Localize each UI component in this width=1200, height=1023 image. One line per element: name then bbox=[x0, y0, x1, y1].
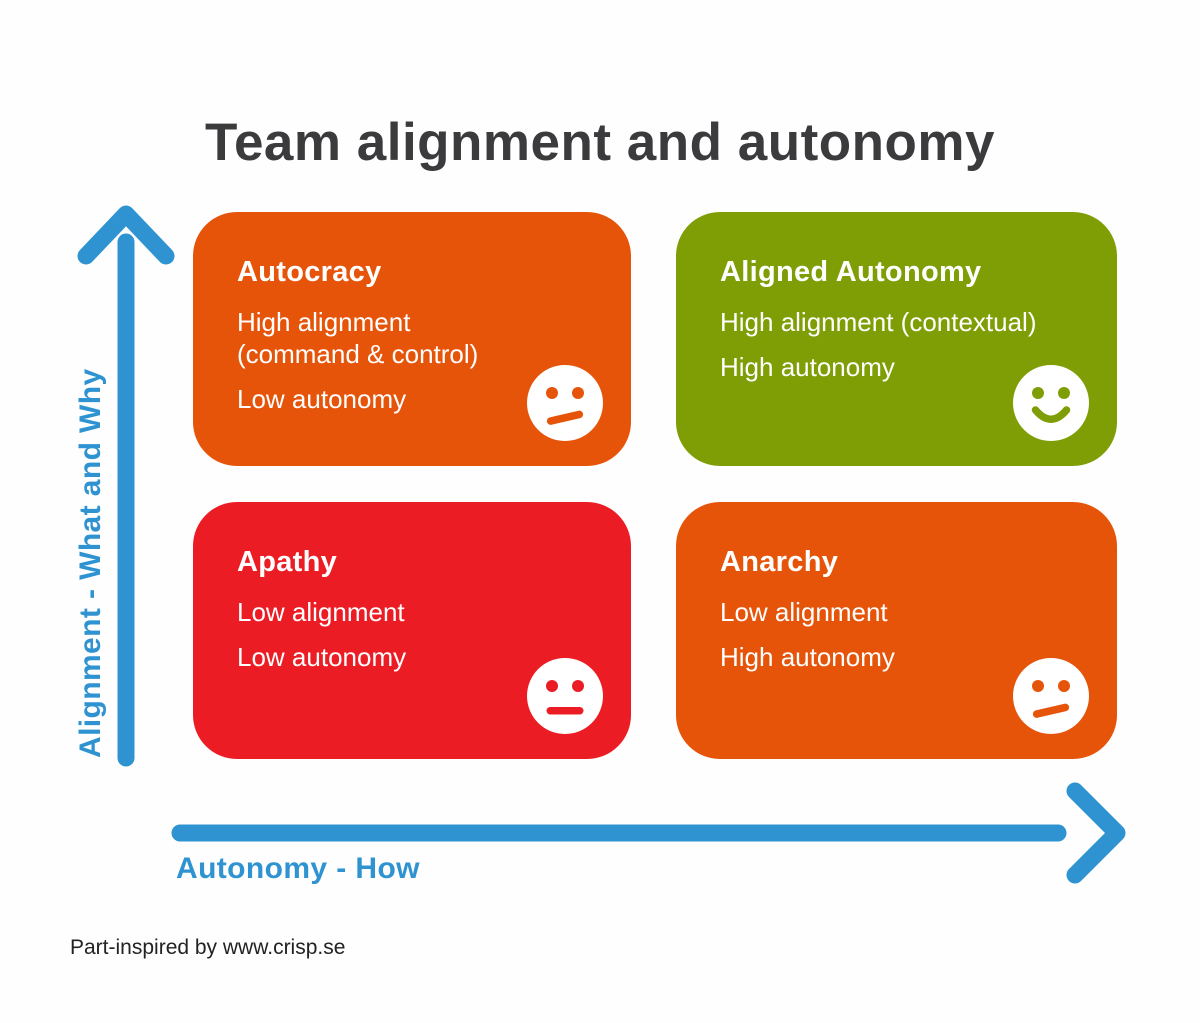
quadrant-apathy: Apathy Low alignment Low autonomy bbox=[193, 502, 631, 759]
attribution-text: Part-inspired by www.crisp.se bbox=[70, 936, 346, 959]
confused-face-icon bbox=[1013, 658, 1089, 734]
quadrant-autocracy: Autocracy High alignment (command & cont… bbox=[193, 212, 631, 466]
quadrant-aligned-autonomy: Aligned Autonomy High alignment (context… bbox=[676, 212, 1117, 466]
quadrant-description: High autonomy bbox=[720, 352, 895, 382]
quadrant-title: Aligned Autonomy bbox=[720, 256, 982, 288]
quadrant-anarchy: Anarchy Low alignment High autonomy bbox=[676, 502, 1117, 759]
quadrant-title: Apathy bbox=[237, 546, 338, 578]
y-axis-arrow-icon bbox=[77, 205, 175, 767]
quadrant-title: Anarchy bbox=[720, 546, 839, 578]
quadrant-description: Low autonomy bbox=[237, 384, 407, 414]
confused-face-icon bbox=[527, 365, 603, 441]
quadrant-title: Autocracy bbox=[237, 256, 382, 288]
page-title: Team alignment and autonomy bbox=[205, 112, 995, 172]
quadrant-description: Low alignment bbox=[237, 597, 405, 627]
x-axis-label: Autonomy - How bbox=[176, 852, 420, 885]
x-axis-arrow-icon bbox=[171, 782, 1126, 884]
quadrant-description: Low alignment bbox=[720, 597, 888, 627]
smiley-face-icon bbox=[1013, 365, 1089, 441]
quadrant-description: High alignment (contextual) bbox=[720, 307, 1037, 337]
neutral-face-icon bbox=[527, 658, 603, 734]
quadrant-description: High alignment (command & control) bbox=[237, 307, 479, 369]
quadrant-description: Low autonomy bbox=[237, 642, 407, 672]
quadrant-description: High autonomy bbox=[720, 642, 895, 672]
y-axis-label: Alignment - What and Why bbox=[74, 368, 107, 758]
